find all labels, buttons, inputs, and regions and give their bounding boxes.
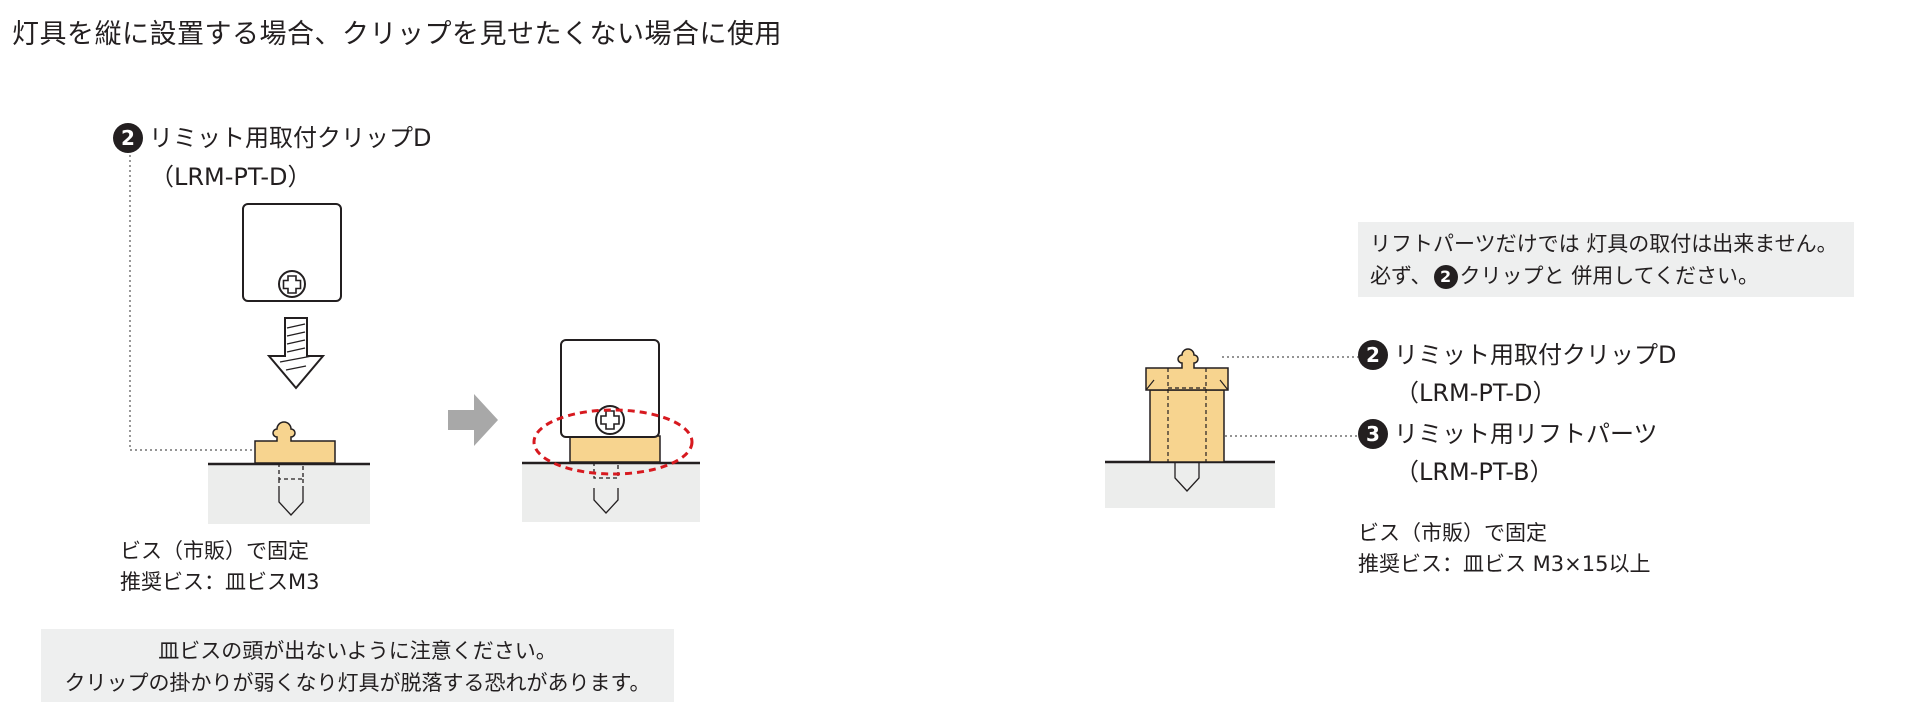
left-screw-note: ビス（市販）で固定 推奨ビス：皿ビスM3 (120, 536, 319, 598)
right-ground (1105, 460, 1275, 508)
right-part2-code: （LRM-PT-D） (1395, 379, 1557, 407)
page-heading: 灯具を縦に設置する場合、クリップを見せたくない場合に使用 (12, 19, 782, 50)
right-assembly (1145, 348, 1229, 492)
left-part-label: 2 リミット用取付クリップD (113, 123, 431, 153)
caution-box: 皿ビスの頭が出ないように注意ください。 クリップの掛かりが弱くなり灯具が脱落する… (41, 629, 674, 702)
left-screw-note-line1: ビス（市販）で固定 (120, 539, 309, 563)
right-part2-label: 2 リミット用取付クリップD (1358, 340, 1676, 370)
right-part3-name: リミット用リフトパーツ (1394, 420, 1658, 448)
caution-line1: 皿ビスの頭が出ないように注意ください。 (158, 639, 557, 663)
right-part2-name: リミット用取付クリップD (1394, 341, 1677, 369)
right-part3-code: （LRM-PT-B） (1395, 458, 1554, 486)
left-clip (254, 421, 336, 516)
highlight-ellipse (532, 408, 694, 476)
right-part3-label: 3 リミット用リフトパーツ (1358, 419, 1658, 449)
right-screw-note-line1: ビス（市販）で固定 (1358, 521, 1547, 545)
left-ground (208, 462, 370, 524)
left-part-name: リミット用取付クリップD (149, 124, 432, 152)
number-badge: 3 (1358, 419, 1388, 449)
notice-number-badge: 2 (1433, 265, 1458, 289)
down-arrow-icon (266, 317, 326, 390)
left-part-code: （LRM-PT-D） (150, 163, 312, 191)
number-badge: 2 (1358, 340, 1388, 370)
notice-line2-suffix: クリップと 併用してください。 (1459, 264, 1759, 288)
right-arrow-icon (448, 394, 498, 446)
left-screw-note-line2: 推奨ビス：皿ビスM3 (120, 570, 320, 594)
right-screw-note: ビス（市販）で固定 推奨ビス：皿ビス M3×15以上 (1358, 518, 1650, 580)
right-screw-note-line2: 推奨ビス：皿ビス M3×15以上 (1358, 552, 1651, 576)
number-badge: 2 (113, 123, 143, 153)
caution-line2: クリップの掛かりが弱くなり灯具が脱落する恐れがあります。 (64, 671, 651, 695)
middle-ground (522, 461, 700, 522)
left-leader-line (129, 150, 255, 451)
notice-line1: リフトパーツだけでは 灯具の取付は出来ません。 (1370, 232, 1838, 256)
fixture-before (242, 203, 342, 302)
notice-line2-prefix: 必ず、 (1370, 264, 1432, 288)
middle-assembly (532, 339, 694, 514)
